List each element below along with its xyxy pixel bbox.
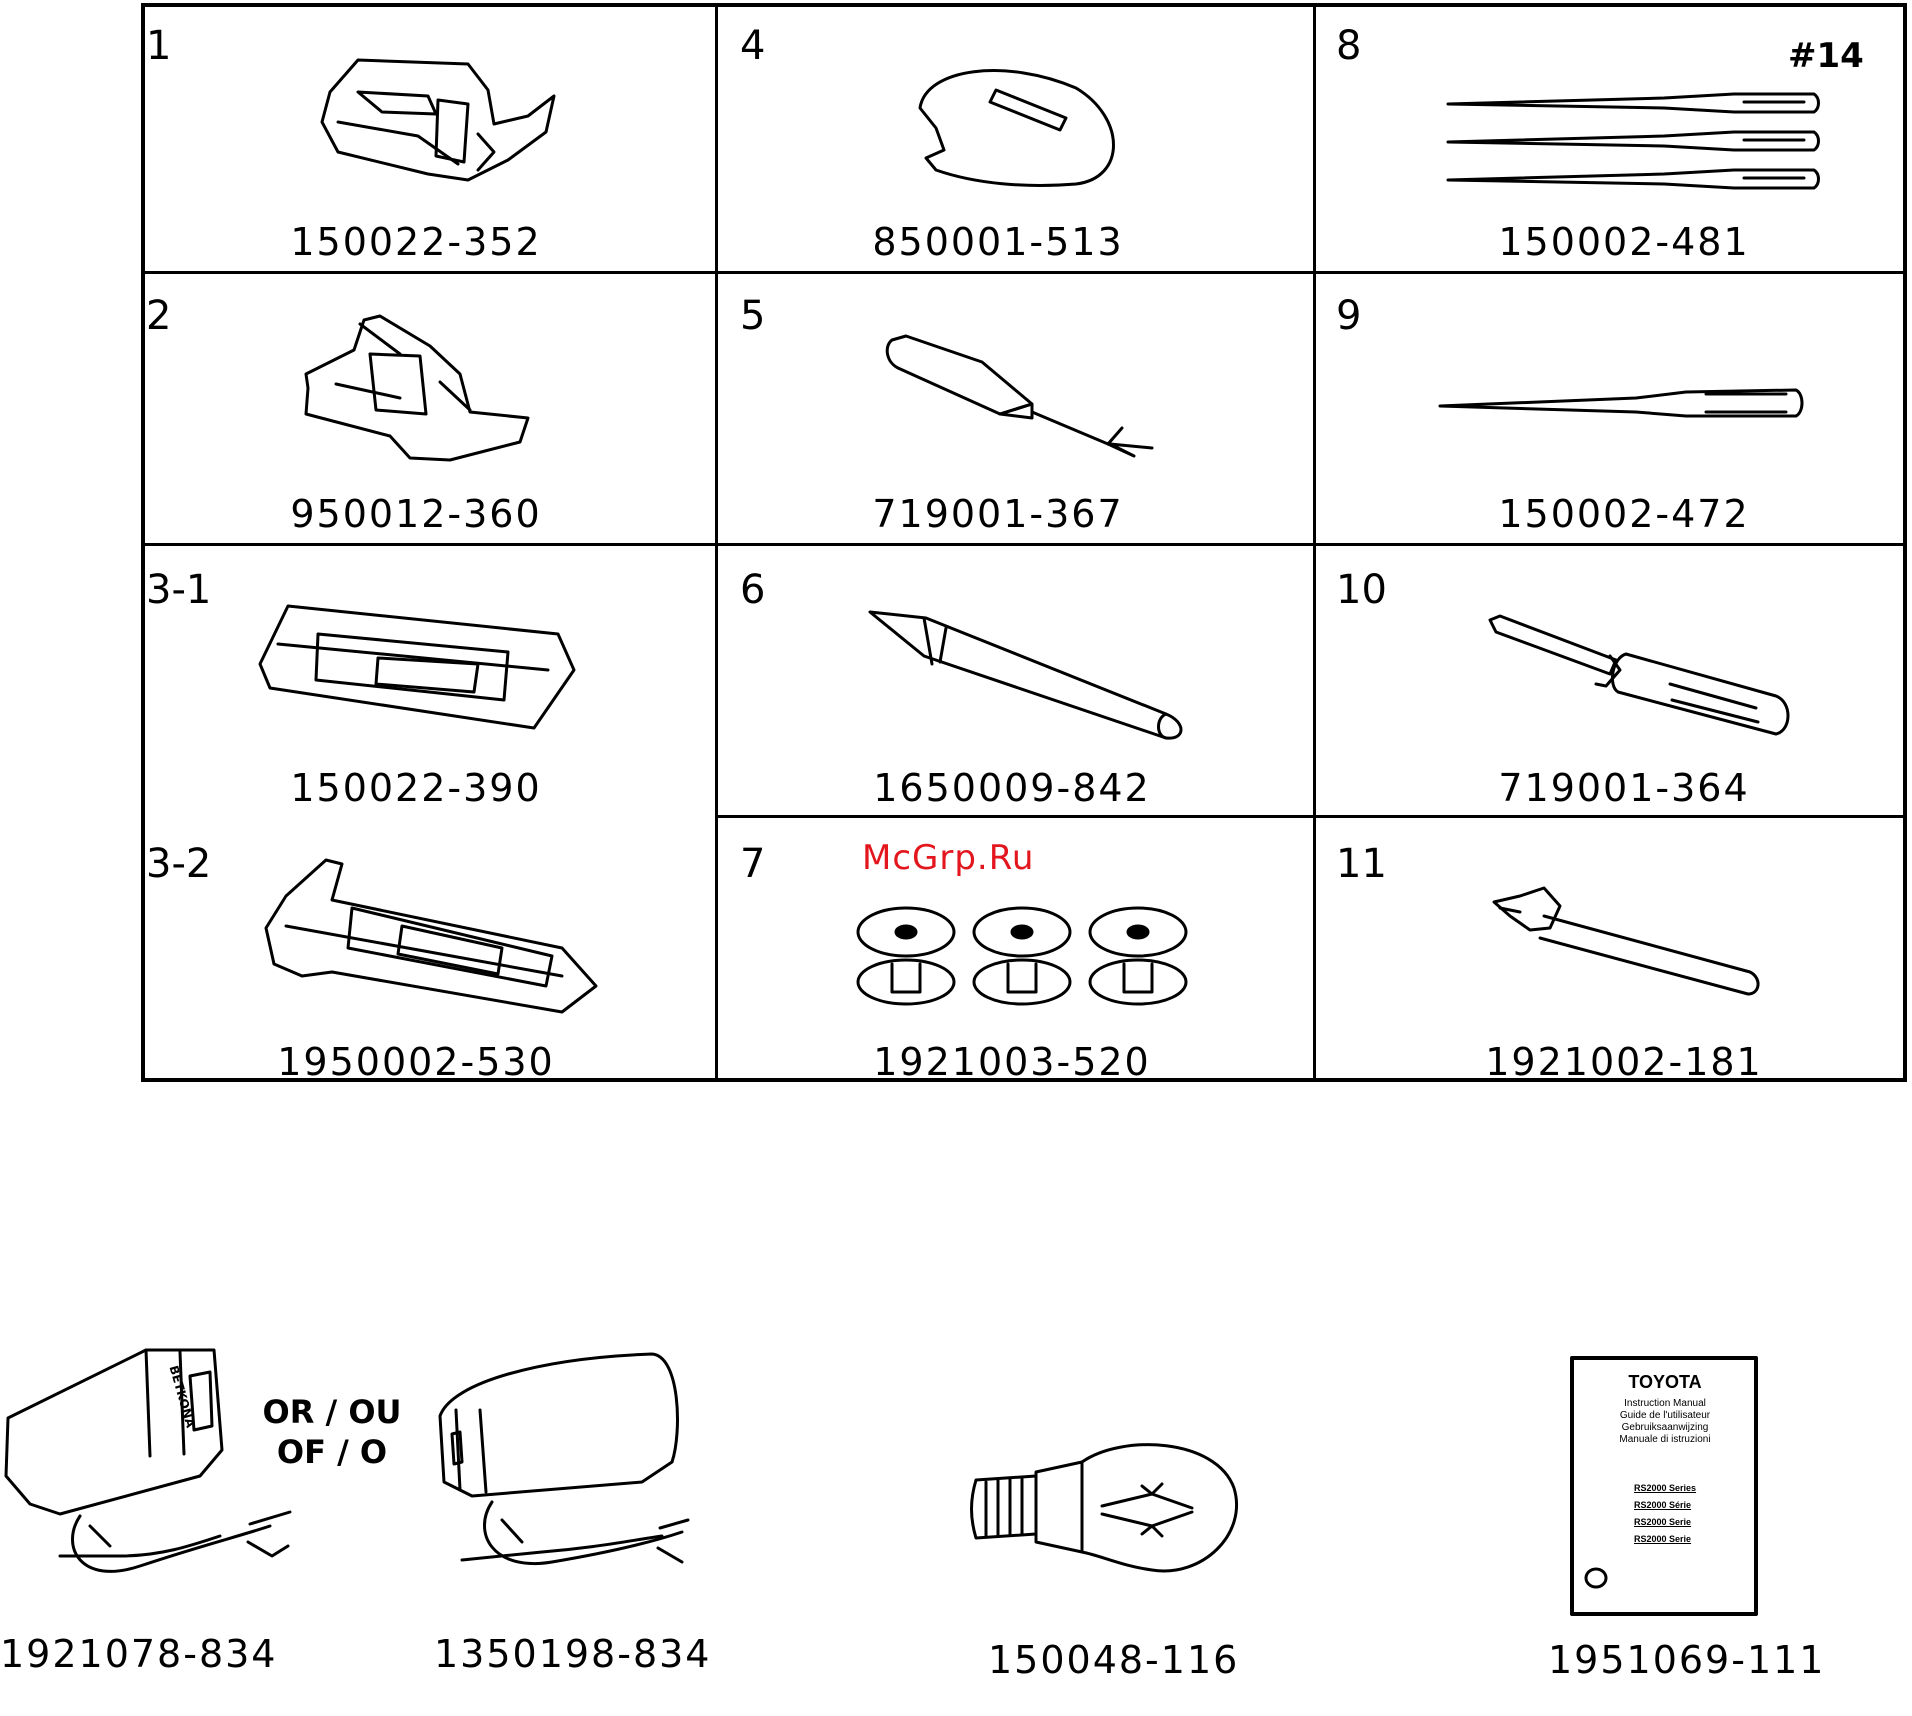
item-number: 8: [1336, 23, 1362, 69]
or-label-line: OR / OU: [262, 1393, 402, 1431]
zigzag-foot-icon: [320, 58, 556, 182]
or-label-line: OF / O: [276, 1433, 388, 1471]
part-number: 150002-481: [1498, 220, 1750, 264]
needle-pack-icon: [1446, 92, 1820, 190]
item-number: 2: [146, 293, 172, 339]
bobbins-icon: [856, 906, 1188, 1006]
part-number: 150022-352: [290, 220, 542, 264]
part-number: 850001-513: [872, 220, 1124, 264]
item-number: 9: [1336, 293, 1362, 339]
manual-series: RS2000 Series RS2000 Série RS2000 Serie …: [1634, 1480, 1754, 1548]
buttonhole-foot-icon: [258, 604, 576, 730]
item-number: 3-1: [146, 567, 212, 613]
foot-control-b-icon: [438, 1352, 690, 1565]
seam-guide-icon: [918, 69, 1115, 187]
manual-series-line: RS2000 Serie: [1634, 1517, 1692, 1527]
part-number: 719001-367: [872, 492, 1124, 536]
buttonhole-foot-2-icon: [264, 858, 598, 1014]
item-number: 7: [740, 841, 766, 887]
part-number: 950012-360: [290, 492, 542, 536]
item-number: 11: [1336, 841, 1387, 887]
part-number: 1950002-530: [277, 1040, 555, 1084]
or-label: OR / OU OF / O: [262, 1392, 402, 1472]
part-number: 150048-116: [988, 1638, 1240, 1682]
grid-divider: [717, 815, 1907, 818]
item-number: 10: [1336, 567, 1387, 613]
manual-title-line: Manuale di istruzioni: [1619, 1434, 1711, 1445]
chalk-pen-icon: [868, 610, 1183, 740]
part-number: 1921003-520: [873, 1040, 1151, 1084]
light-bulb-icon: [970, 1443, 1238, 1573]
manual-series-line: RS2000 Série: [1634, 1500, 1692, 1510]
grid-divider: [145, 543, 1907, 546]
watermark-text: McGrp.Ru: [862, 838, 1035, 878]
manual-series-line: RS2000 Serie: [1634, 1534, 1692, 1544]
needle-size-label: #14: [1788, 36, 1864, 76]
part-number: 719001-364: [1498, 766, 1750, 810]
spool-pin-icon: [1492, 886, 1760, 996]
item-number: 3-2: [146, 841, 212, 887]
grid-divider: [145, 271, 1907, 274]
item-number: 5: [740, 293, 766, 339]
zipper-foot-icon: [304, 314, 530, 462]
instruction-manual-icon: [1570, 1356, 1758, 1616]
part-number: 1921002-181: [1485, 1040, 1763, 1084]
item-number: 1: [146, 23, 172, 69]
accessory-grid: [141, 3, 1907, 1082]
foot-control-a-icon: [4, 1348, 292, 1573]
part-number: 1650009-842: [873, 766, 1151, 810]
part-number: 150022-390: [290, 766, 542, 810]
manual-titles: Instruction Manual Guide de l'utilisateu…: [1580, 1398, 1750, 1446]
part-number: 1921078-834: [0, 1632, 278, 1676]
screwdriver-icon: [1488, 614, 1790, 736]
item-number: 4: [740, 23, 766, 69]
part-number: 150002-472: [1498, 492, 1750, 536]
manual-title-line: Guide de l'utilisateur: [1619, 1410, 1711, 1421]
part-number: 1350198-834: [434, 1632, 712, 1676]
part-number: 1951069-111: [1548, 1638, 1826, 1682]
twin-needle-icon: [1438, 388, 1804, 418]
manual-title-line: Gebruiksaanwijzing: [1621, 1422, 1709, 1433]
seam-ripper-icon: [885, 334, 1154, 458]
manual-brand: TOYOTA: [1628, 1372, 1702, 1392]
item-number: 6: [740, 567, 766, 613]
manual-title-line: Instruction Manual: [1624, 1398, 1706, 1409]
manual-series-line: RS2000 Series: [1634, 1483, 1697, 1493]
